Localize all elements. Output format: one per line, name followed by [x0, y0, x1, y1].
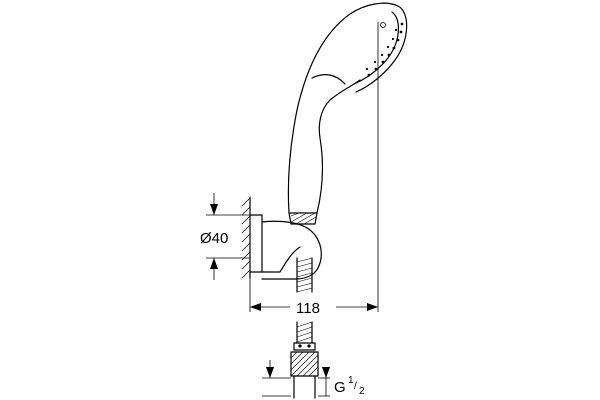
hose-connector — [290, 321, 319, 399]
thread-denominator: 2 — [359, 386, 365, 397]
wall — [241, 196, 251, 279]
width-dimension: 118 — [250, 300, 378, 317]
thread-numerator: 1 — [348, 375, 354, 386]
thread-dimension: G 1 / 2 — [262, 360, 365, 397]
width-label: 118 — [296, 300, 320, 317]
wall-bracket — [249, 214, 322, 280]
diameter-dimension: Ø40 — [200, 193, 250, 280]
hand-shower — [287, 2, 408, 225]
thread-letter: G — [334, 379, 346, 396]
diameter-label: Ø40 — [200, 230, 228, 247]
hose-upper — [296, 257, 313, 293]
thread-slash: / — [354, 381, 357, 392]
spray-nozzles — [365, 22, 404, 77]
